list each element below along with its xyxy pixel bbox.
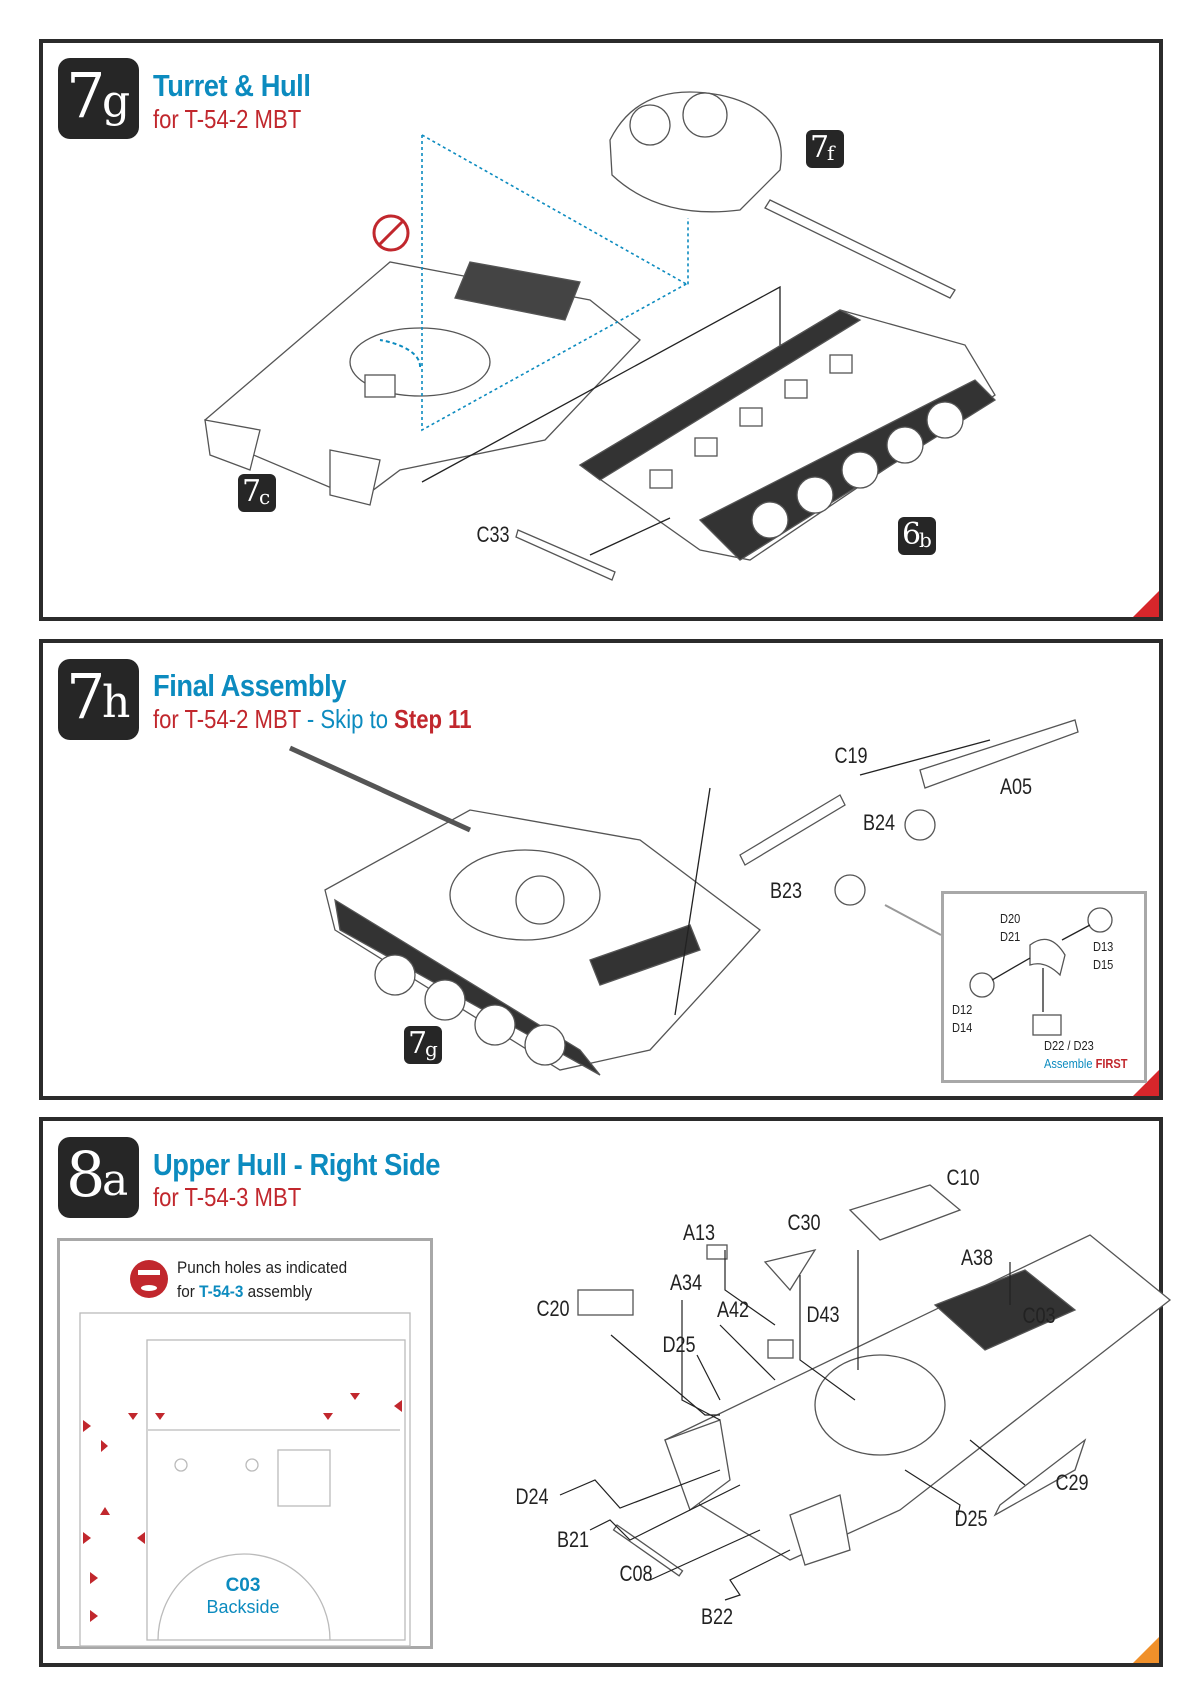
step-title: Turret & Hull xyxy=(153,68,311,103)
assemble-first-note: Assemble FIRST xyxy=(1044,1055,1128,1073)
inset-label: D14 xyxy=(952,1020,973,1035)
step-badge-8a: 8 a xyxy=(58,1137,139,1218)
inset-label: D22 / D23 xyxy=(1044,1038,1094,1053)
note-emphasis: FIRST xyxy=(1095,1056,1128,1071)
inset-label: D20 xyxy=(1000,911,1021,926)
part-c30 xyxy=(763,1248,817,1292)
subtitle-step-link: Step 11 xyxy=(394,704,472,734)
part-label: A13 xyxy=(682,1220,716,1245)
part-label: B23 xyxy=(769,878,803,903)
ref-letter: b xyxy=(919,528,932,552)
punch-note: Punch holes as indicated for T-54-3 asse… xyxy=(177,1256,347,1304)
part-label: C29 xyxy=(1055,1470,1089,1495)
part-label: C08 xyxy=(619,1561,653,1586)
backside-label: C03 Backside xyxy=(206,1575,279,1618)
no-glue-icon xyxy=(372,214,410,252)
part-c33 xyxy=(515,529,616,581)
upper-hull-drawing xyxy=(664,1234,1172,1566)
part-label: C33 xyxy=(476,522,510,547)
step-subtitle: for T-54-2 MBT xyxy=(153,104,302,134)
step-number: 8 xyxy=(66,1138,106,1211)
inset-label: D13 xyxy=(1093,939,1114,954)
part-c20 xyxy=(577,1289,634,1316)
punch-hole-markers xyxy=(83,1393,402,1622)
ref-number: 7 xyxy=(242,474,262,509)
ref-number: 7 xyxy=(408,1026,428,1061)
part-label: A38 xyxy=(960,1245,994,1270)
inset-label: D12 xyxy=(952,1002,973,1017)
subtitle-skip: - Skip to xyxy=(300,704,395,734)
inset-label: D21 xyxy=(1000,929,1021,944)
part-label: C20 xyxy=(536,1296,570,1321)
corner-marker xyxy=(1133,591,1159,617)
step-letter: a xyxy=(102,1155,129,1206)
ref-number: 6 xyxy=(902,517,922,552)
punch-note-line2: for T-54-3 assembly xyxy=(177,1280,347,1304)
backside-text: Backside xyxy=(206,1597,280,1617)
ref-letter: f xyxy=(827,141,835,165)
step-subtitle: for T-54-3 MBT xyxy=(153,1182,302,1212)
punch-holes-inset xyxy=(57,1238,433,1649)
ref-letter: c xyxy=(259,485,271,509)
punch-model: T-54-3 xyxy=(199,1282,244,1301)
part-label: D25 xyxy=(662,1332,696,1357)
step-letter: h xyxy=(102,677,131,728)
part-label: A34 xyxy=(669,1270,703,1295)
part-c10 xyxy=(848,1184,962,1241)
turret-drawing xyxy=(609,91,956,299)
part-label: C30 xyxy=(787,1210,821,1235)
complete-tank-drawing xyxy=(288,745,761,1076)
part-label: B24 xyxy=(862,810,896,835)
step-letter: g xyxy=(102,76,131,127)
part-label: C19 xyxy=(834,743,868,768)
ref-number: 7 xyxy=(810,130,830,165)
step-title: Final Assembly xyxy=(153,668,346,703)
part-label: A05 xyxy=(999,774,1033,799)
punch-suffix: assembly xyxy=(243,1282,313,1301)
part-c08 xyxy=(612,1524,684,1577)
part-a05 xyxy=(919,719,1079,789)
step-number: 7 xyxy=(66,660,106,733)
step-title: Upper Hull - Right Side xyxy=(153,1147,440,1182)
punch-prefix: for xyxy=(177,1282,200,1301)
part-label: D25 xyxy=(954,1506,988,1531)
step-badge-7h: 7 h xyxy=(58,659,139,740)
backside-part: C03 xyxy=(225,1575,261,1596)
corner-marker xyxy=(1133,1637,1159,1663)
step-badge-7g: 7 g xyxy=(58,58,139,139)
ref-letter: g xyxy=(425,1037,438,1061)
step-number: 7 xyxy=(66,59,106,132)
part-c19 xyxy=(739,794,846,866)
note-prefix: Assemble xyxy=(1044,1056,1093,1071)
punch-note-line1: Punch holes as indicated xyxy=(177,1258,348,1277)
inset-label: D15 xyxy=(1093,957,1114,972)
part-label: C10 xyxy=(946,1165,980,1190)
part-label: C03 xyxy=(1022,1303,1056,1328)
part-label: D24 xyxy=(515,1484,549,1509)
part-a13 xyxy=(706,1244,728,1260)
part-label: D43 xyxy=(806,1302,840,1327)
subtitle-model: for T-54-2 MBT xyxy=(153,704,301,734)
part-label: B22 xyxy=(700,1604,734,1629)
part-label: B21 xyxy=(556,1527,590,1552)
part-label: A42 xyxy=(716,1297,750,1322)
step-subtitle: for T-54-2 MBT - Skip to Step 11 xyxy=(153,704,472,735)
tracks-drawing xyxy=(578,309,997,561)
punch-icon xyxy=(130,1260,168,1298)
